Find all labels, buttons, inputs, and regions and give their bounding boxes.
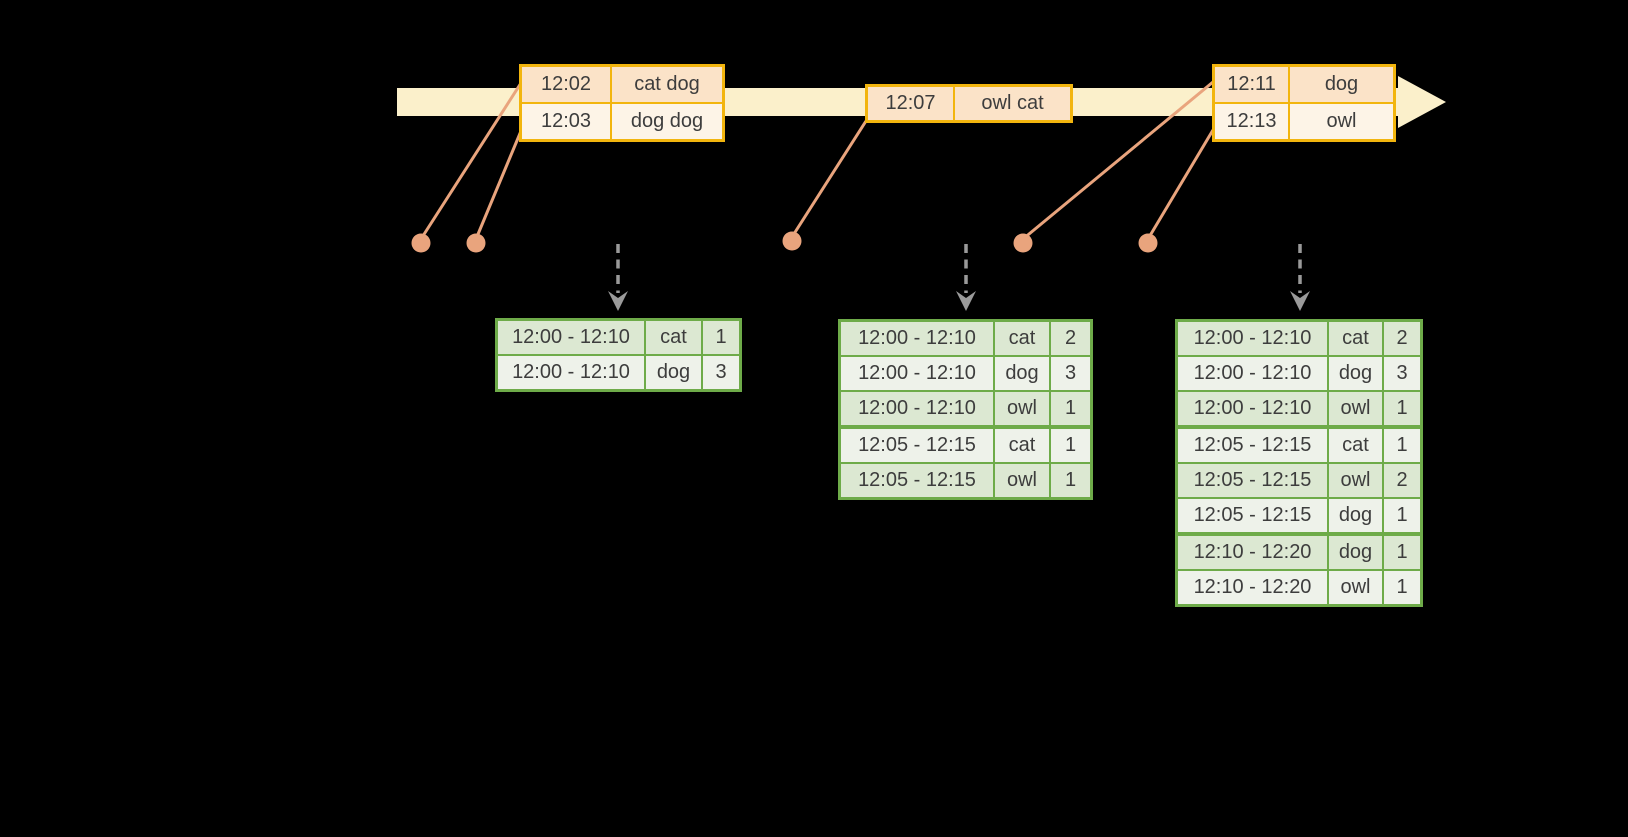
window-range-cell: 12:00 - 12:10 [498,356,644,389]
count-cell: 1 [1049,392,1090,425]
window-range-cell: 12:10 - 12:20 [1178,571,1327,604]
word-cell: dog [1327,536,1382,569]
count-cell: 3 [1049,357,1090,390]
event-dot [466,233,486,253]
window-range-cell: 12:00 - 12:10 [498,321,644,354]
word-cell: cat [993,429,1049,462]
window-range-cell: 12:10 - 12:20 [1178,536,1327,569]
word-cell: owl [1327,392,1382,425]
count-cell: 2 [1382,464,1420,497]
count-cell: 2 [1049,322,1090,355]
window-range-cell: 12:00 - 12:10 [1178,392,1327,425]
word-cell: cat [993,322,1049,355]
window-range-cell: 12:00 - 12:10 [1178,322,1327,355]
trigger-arrowhead-icon [956,291,976,311]
word-cell: dog [644,356,701,389]
event-time-cell: 12:13 [1215,104,1288,139]
word-cell: cat [1327,322,1382,355]
count-cell: 1 [1382,392,1420,425]
window-range-cell: 12:00 - 12:10 [841,357,993,390]
event-dot [782,231,802,251]
event-time-cell: 12:07 [868,87,953,120]
window-range-cell: 12:00 - 12:10 [1178,357,1327,390]
word-cell: owl [993,464,1049,497]
count-cell: 1 [1049,464,1090,497]
connector-line [1022,80,1214,241]
event-words-cell: dog dog [610,104,722,139]
count-cell: 1 [1382,571,1420,604]
event-time-cell: 12:02 [522,67,610,102]
word-cell: cat [644,321,701,354]
word-cell: dog [1327,357,1382,390]
window-range-cell: 12:05 - 12:15 [1178,429,1327,462]
connector-line [474,130,523,240]
word-cell: owl [1327,571,1382,604]
count-cell: 1 [1049,429,1090,462]
trigger-arrowhead-icon [608,291,628,311]
event-dot [1138,233,1158,253]
event-time-cell: 12:11 [1215,67,1288,102]
count-cell: 1 [1382,536,1420,569]
event-dot [1013,233,1033,253]
word-cell: dog [1327,499,1382,532]
event-words-cell: owl cat [953,87,1070,120]
window-range-cell: 12:05 - 12:15 [841,464,993,497]
window-range-cell: 12:00 - 12:10 [841,392,993,425]
event-words-cell: dog [1288,67,1393,102]
count-cell: 1 [1382,429,1420,462]
window-range-cell: 12:05 - 12:15 [1178,464,1327,497]
word-cell: cat [1327,429,1382,462]
count-cell: 3 [1382,357,1420,390]
event-dot [411,233,431,253]
event-words-cell: owl [1288,104,1393,139]
timeline-arrowhead-icon [1398,76,1446,128]
connector-line [419,82,523,240]
window-range-cell: 12:05 - 12:15 [841,429,993,462]
event-time-cell: 12:03 [522,104,610,139]
window-range-cell: 12:05 - 12:15 [1178,499,1327,532]
connector-line [790,120,868,238]
word-cell: owl [1327,464,1382,497]
window-range-cell: 12:00 - 12:10 [841,322,993,355]
word-cell: dog [993,357,1049,390]
count-cell: 1 [701,321,739,354]
count-cell: 2 [1382,322,1420,355]
event-words-cell: cat dog [610,67,722,102]
count-cell: 3 [701,356,739,389]
count-cell: 1 [1382,499,1420,532]
word-cell: owl [993,392,1049,425]
connector-line [1146,129,1215,240]
trigger-arrowhead-icon [1290,291,1310,311]
